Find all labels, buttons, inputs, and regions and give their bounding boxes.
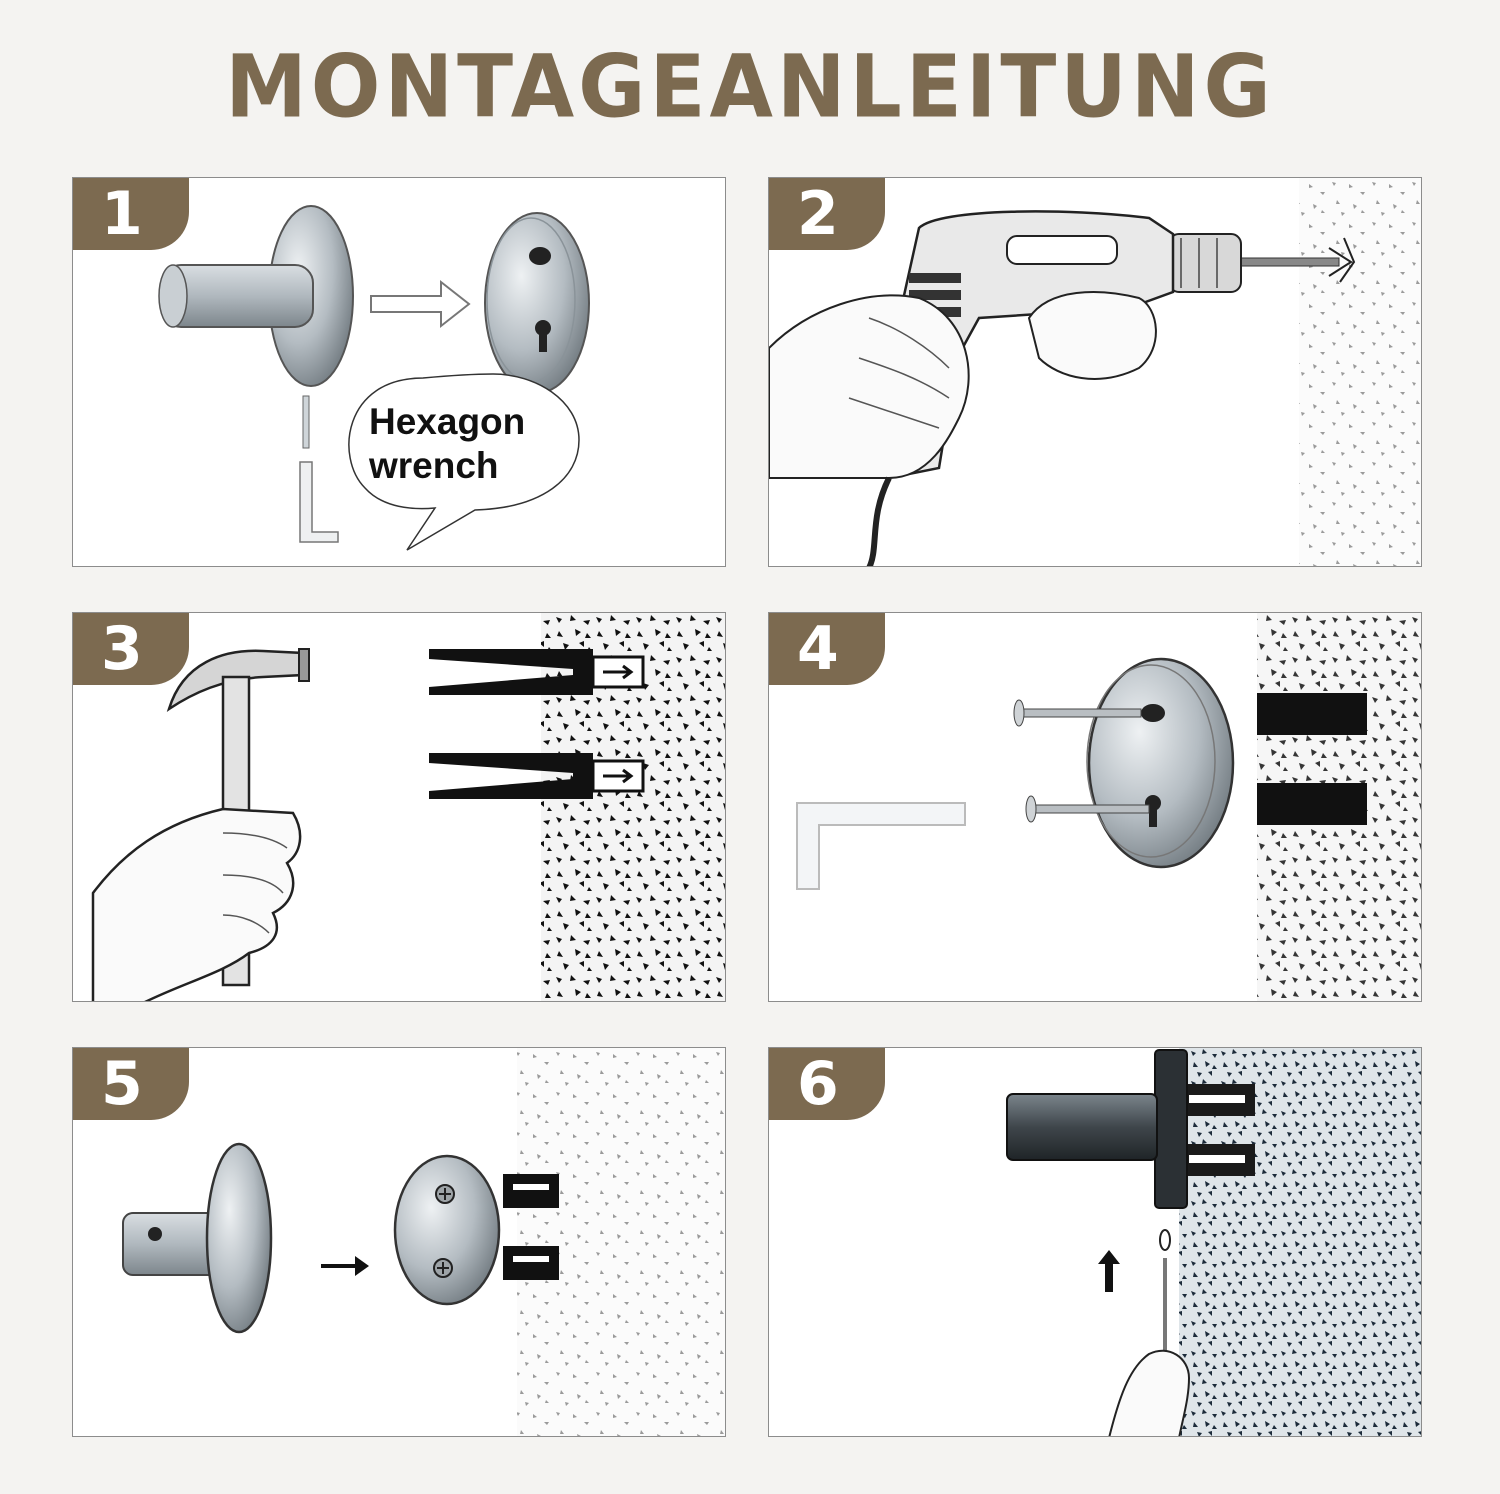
base-plate-shape xyxy=(393,1154,501,1306)
attach-hook-illustration xyxy=(122,1048,725,1436)
screw-shape xyxy=(1030,804,1150,814)
wall-plug-end-shape xyxy=(1257,783,1367,825)
screw-shape xyxy=(1018,708,1142,718)
arrow-right-icon xyxy=(321,1256,369,1276)
wall-texture xyxy=(1299,178,1421,566)
drill-chuck-shape xyxy=(1168,233,1242,293)
rod-shape xyxy=(1006,1093,1158,1161)
step-4-panel: 4 xyxy=(768,612,1422,1002)
arrow-right-icon xyxy=(370,279,471,329)
page-title: MONTAGEANLEITUNG xyxy=(225,37,1275,138)
wall-plug-shape xyxy=(429,753,593,799)
hook-disassembly-illustration xyxy=(158,205,590,551)
hex-key-tip-icon xyxy=(1159,1229,1171,1251)
step-1-panel: 1 Hexagon wrench xyxy=(72,177,726,567)
wall-plug-end-shape xyxy=(1257,693,1367,735)
step-number-badge: 4 xyxy=(769,613,885,685)
step-2-panel: 2 xyxy=(768,177,1422,567)
tighten-screw-illustration xyxy=(1006,1048,1421,1436)
hex-wrench-icon xyxy=(796,802,966,890)
step-number-badge: 3 xyxy=(73,613,189,685)
hammer-dowel-illustration xyxy=(91,613,725,1001)
arrow-right-icon xyxy=(603,664,634,680)
step-3-panel: 3 xyxy=(72,612,726,1002)
round-plate-shape xyxy=(205,1142,273,1334)
grub-screw-shape xyxy=(302,395,310,449)
arrow-right-icon xyxy=(603,768,634,784)
hex-wrench-icon xyxy=(299,461,339,543)
step-5-panel: 5 xyxy=(72,1047,726,1437)
step-number-badge: 1 xyxy=(73,178,189,250)
step-number-badge: 5 xyxy=(73,1048,189,1120)
wall-texture xyxy=(517,1048,725,1436)
drilling-illustration xyxy=(769,178,1421,566)
bubble-line-2: wrench xyxy=(369,445,499,486)
step-number-badge: 6 xyxy=(769,1048,885,1120)
wall-plug-shape xyxy=(429,649,593,695)
speech-bubble: Hexagon wrench xyxy=(369,400,569,488)
hand-shape xyxy=(91,807,302,1001)
screw-plate-illustration xyxy=(796,613,1421,1001)
step-6-panel: 6 xyxy=(768,1047,1422,1437)
wall-plug-shape xyxy=(503,1174,559,1208)
hand-shape xyxy=(769,294,970,479)
arrow-up-icon xyxy=(1098,1250,1120,1292)
hand-shape xyxy=(1108,1349,1191,1436)
wall-plug-shape xyxy=(503,1246,559,1280)
drill-bit-shape xyxy=(1238,257,1340,267)
bubble-line-1: Hexagon xyxy=(369,401,526,442)
round-plate-shape xyxy=(1154,1049,1188,1209)
step-number-badge: 2 xyxy=(769,178,885,250)
speech-bubble-shape xyxy=(348,373,580,551)
